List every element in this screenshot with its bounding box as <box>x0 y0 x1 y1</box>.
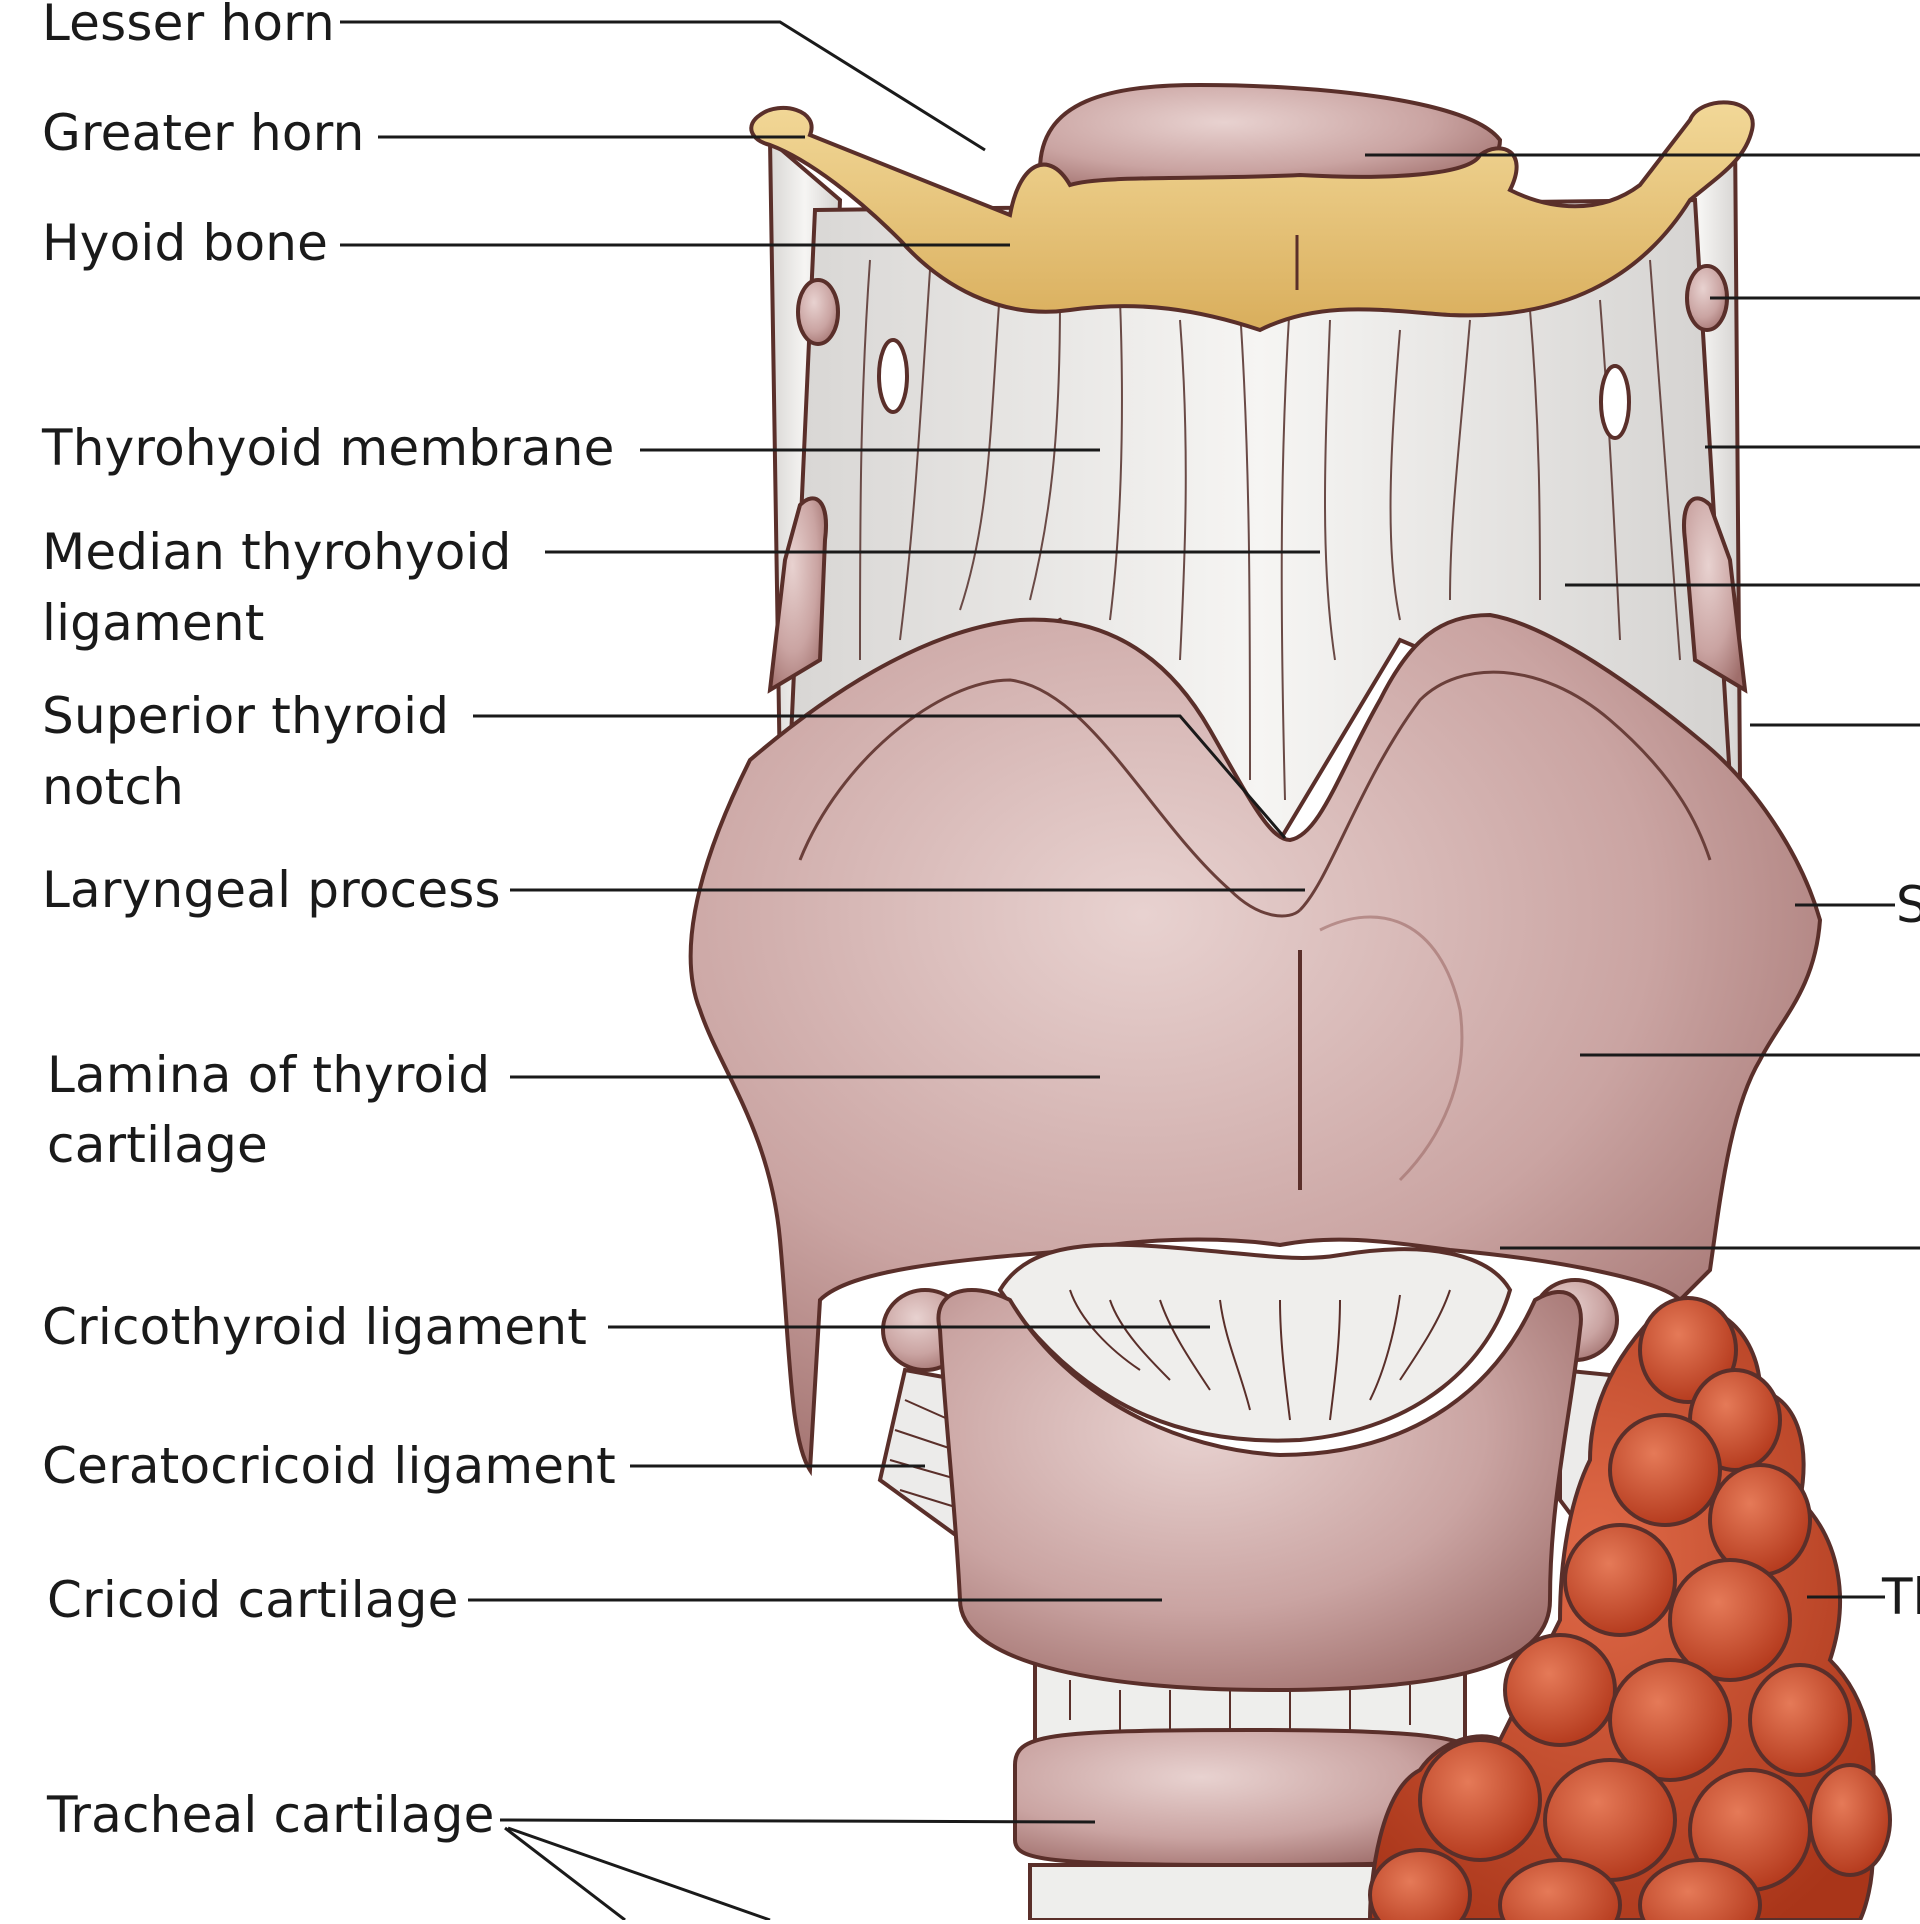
foramen-right <box>1599 364 1631 440</box>
superior-horn-left <box>767 496 828 694</box>
hyoid-bone <box>749 100 1755 333</box>
label-right-partial-th: Th <box>1882 1568 1920 1626</box>
superior-horn-right <box>1682 496 1748 694</box>
label-cricoid-cartilage: Cricoid cartilage <box>47 1571 459 1629</box>
label-superior-thyroid-notch-line2: notch <box>42 758 185 816</box>
foramen-left <box>877 338 909 414</box>
label-cricothyroid-ligament: Cricothyroid ligament <box>42 1298 588 1356</box>
label-ceratocricoid-ligament: Ceratocricoid ligament <box>42 1437 616 1495</box>
cricoid-cartilage <box>936 1288 1583 1693</box>
label-median-thyrohyoid-line2: ligament <box>42 594 265 652</box>
label-right-partial-s: S <box>1896 876 1920 934</box>
label-tracheal-cartilage: Tracheal cartilage <box>47 1786 495 1844</box>
label-lesser-horn: Lesser horn <box>42 0 335 52</box>
label-greater-horn: Greater horn <box>42 104 365 162</box>
thyroid-gland <box>1367 1296 1892 1924</box>
label-lamina-line1: Lamina of thyroid <box>47 1046 491 1104</box>
thyroid-cartilage <box>688 612 1823 1477</box>
label-hyoid-bone: Hyoid bone <box>42 214 329 272</box>
label-thyrohyoid-membrane: Thyrohyoid membrane <box>42 419 615 477</box>
membrane-fibers <box>859 259 1681 801</box>
cricothyroid-ligament <box>997 1242 1513 1443</box>
label-laryngeal-process: Laryngeal process <box>42 861 501 919</box>
label-superior-thyroid-notch-line1: Superior thyroid <box>42 687 450 745</box>
label-median-thyrohyoid-line1: Median thyrohyoid <box>42 523 512 581</box>
leader-lines <box>340 20 1920 1922</box>
triticeous-left <box>796 278 840 346</box>
label-lamina-line2: cartilage <box>47 1116 269 1174</box>
